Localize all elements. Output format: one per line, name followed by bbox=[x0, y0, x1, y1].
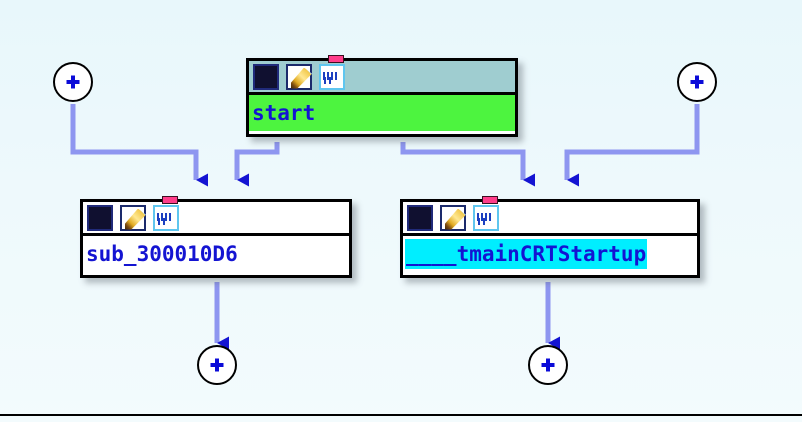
node-toolbar[interactable] bbox=[249, 54, 515, 95]
node-body[interactable]: sub_300010D6 bbox=[83, 236, 349, 272]
chart-graph-icon[interactable] bbox=[473, 195, 499, 231]
edge-start-to-sub bbox=[234, 142, 280, 187]
graph-node-tmaincrtstartup[interactable]: ____tmainCRTStartup bbox=[400, 195, 700, 278]
expand-node-button-top-right[interactable] bbox=[677, 62, 717, 102]
node-label-start: start bbox=[251, 98, 317, 128]
edge-topright-to-tmain bbox=[564, 104, 700, 187]
expand-node-button-bottom-right[interactable] bbox=[528, 345, 568, 385]
node-body[interactable]: start bbox=[249, 95, 515, 131]
color-palette-icon[interactable] bbox=[407, 204, 433, 231]
node-label-sub-300010d6: sub_300010D6 bbox=[85, 239, 239, 269]
edit-pencil-icon[interactable] bbox=[120, 204, 146, 231]
chart-graph-icon[interactable] bbox=[319, 54, 345, 90]
edge-start-to-tmain bbox=[400, 142, 535, 187]
node-toolbar[interactable] bbox=[83, 195, 349, 236]
panel-bottom-divider bbox=[0, 414, 802, 416]
color-palette-icon[interactable] bbox=[253, 63, 279, 90]
color-palette-icon[interactable] bbox=[87, 204, 113, 231]
edit-pencil-icon[interactable] bbox=[286, 63, 312, 90]
node-toolbar[interactable] bbox=[403, 195, 697, 236]
edit-pencil-icon[interactable] bbox=[440, 204, 466, 231]
node-body[interactable]: ____tmainCRTStartup bbox=[403, 236, 697, 272]
chart-graph-icon[interactable] bbox=[153, 195, 179, 231]
graph-node-sub-300010d6[interactable]: sub_300010D6 bbox=[80, 195, 352, 278]
graph-node-start[interactable]: start bbox=[246, 54, 518, 137]
expand-node-button-top-left[interactable] bbox=[53, 62, 93, 102]
edge-topleft-to-sub bbox=[70, 104, 208, 187]
node-label-tmaincrtstartup: ____tmainCRTStartup bbox=[405, 239, 648, 269]
expand-node-button-bottom-left[interactable] bbox=[197, 345, 237, 385]
